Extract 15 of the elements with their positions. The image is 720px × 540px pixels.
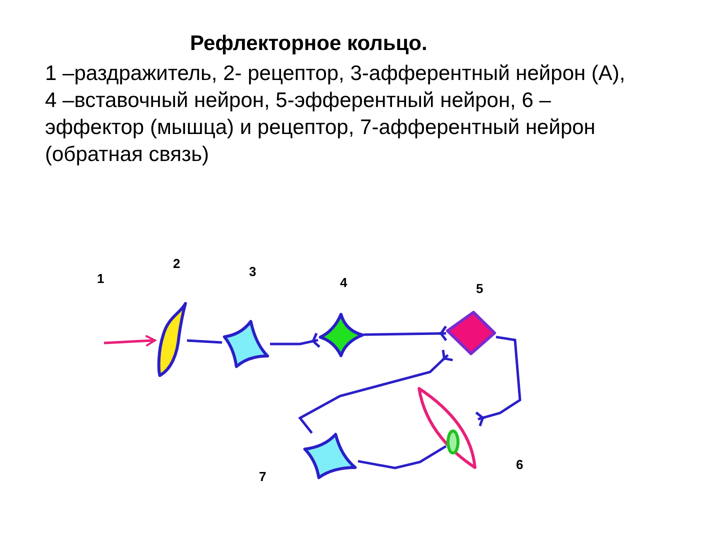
axon-line [270, 332, 321, 348]
axon-line [364, 325, 448, 342]
arrow [104, 334, 156, 347]
axon-line [298, 348, 454, 434]
title: Рефлекторное кольцо. [190, 32, 428, 56]
callout-number: 7 [259, 469, 266, 484]
callout-number: 3 [249, 264, 256, 279]
callout-number: 1 [97, 271, 104, 286]
axon-line [474, 336, 522, 428]
callout-number: 6 [516, 457, 524, 472]
connector-line [186, 339, 222, 344]
callout-number: 5 [476, 281, 484, 296]
callout-number: 4 [340, 275, 348, 290]
caption: 1 –раздражитель, 2- рецептор, 3-афферентный нейрон (А), 4 –вставочный нейрон, 5-эфферентный нейрон, 6 – эффектор (мышца) и рецептор, 7-афферентный нейрон (обратная связь) [45, 61, 626, 168]
callout-number: 2 [173, 256, 180, 271]
